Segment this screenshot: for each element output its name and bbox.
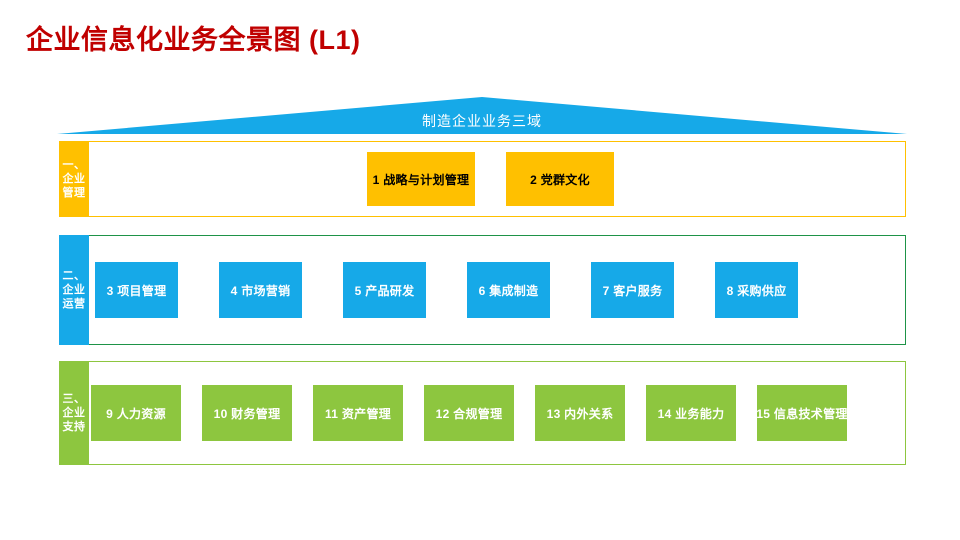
card-marketing[interactable]: 4 市场营销 bbox=[219, 262, 302, 318]
band-tab-line-2: 企业 bbox=[62, 284, 86, 296]
band-tab-enterprise-management[interactable]: 一、 企业 管理 bbox=[59, 141, 89, 217]
page-title: 企业信息化业务全景图 (L1) bbox=[26, 25, 361, 55]
band-enterprise-support: 三、 企业 支持 9 人力资源 10 财务管理 11 资产管理 12 合规管理 … bbox=[59, 361, 906, 465]
card-strategy-and-plan-management[interactable]: 1 战略与计划管理 bbox=[367, 152, 475, 206]
card-business-capability[interactable]: 14 业务能力 bbox=[646, 385, 736, 441]
card-party-and-culture[interactable]: 2 党群文化 bbox=[506, 152, 614, 206]
card-integrated-manufacturing[interactable]: 6 集成制造 bbox=[467, 262, 550, 318]
card-procurement-supply[interactable]: 8 采购供应 bbox=[715, 262, 798, 318]
card-it-management[interactable]: 15 信息技术管理 bbox=[756, 385, 847, 441]
band-tab-line-3: 管理 bbox=[62, 187, 86, 199]
card-finance-management[interactable]: 10 财务管理 bbox=[202, 385, 292, 441]
band-enterprise-management: 一、 企业 管理 1 战略与计划管理 2 党群文化 bbox=[59, 141, 906, 217]
band-enterprise-operations: 二、 企业 运营 3 项目管理 4 市场营销 5 产品研发 6 集成制造 7 客… bbox=[59, 235, 906, 345]
card-internal-external-relations[interactable]: 13 内外关系 bbox=[535, 385, 625, 441]
card-asset-management[interactable]: 11 资产管理 bbox=[313, 385, 403, 441]
band-tab-line-1: 二、 bbox=[62, 270, 86, 282]
card-customer-service[interactable]: 7 客户服务 bbox=[591, 262, 674, 318]
card-product-rnd[interactable]: 5 产品研发 bbox=[343, 262, 426, 318]
card-compliance-management[interactable]: 12 合规管理 bbox=[424, 385, 514, 441]
band-tab-line-2: 企业 bbox=[62, 407, 86, 419]
card-human-resources[interactable]: 9 人力资源 bbox=[91, 385, 181, 441]
band-cards-enterprise-support: 9 人力资源 10 财务管理 11 资产管理 12 合规管理 13 内外关系 1… bbox=[89, 362, 905, 464]
band-cards-enterprise-management: 1 战略与计划管理 2 党群文化 bbox=[89, 142, 905, 216]
band-tab-enterprise-operations[interactable]: 二、 企业 运营 bbox=[59, 235, 89, 345]
roof-triangle-icon bbox=[57, 97, 907, 134]
band-tab-line-3: 运营 bbox=[62, 298, 86, 310]
band-tab-line-1: 一、 bbox=[62, 159, 86, 171]
card-project-management[interactable]: 3 项目管理 bbox=[95, 262, 178, 318]
band-tab-line-2: 企业 bbox=[62, 173, 86, 185]
roof-banner: 制造企业业务三域 bbox=[57, 97, 907, 134]
band-tab-line-3: 支持 bbox=[62, 421, 86, 433]
band-cards-enterprise-operations: 3 项目管理 4 市场营销 5 产品研发 6 集成制造 7 客户服务 8 采购供… bbox=[89, 236, 905, 344]
band-tab-line-1: 三、 bbox=[62, 393, 86, 405]
band-tab-enterprise-support[interactable]: 三、 企业 支持 bbox=[59, 361, 89, 465]
